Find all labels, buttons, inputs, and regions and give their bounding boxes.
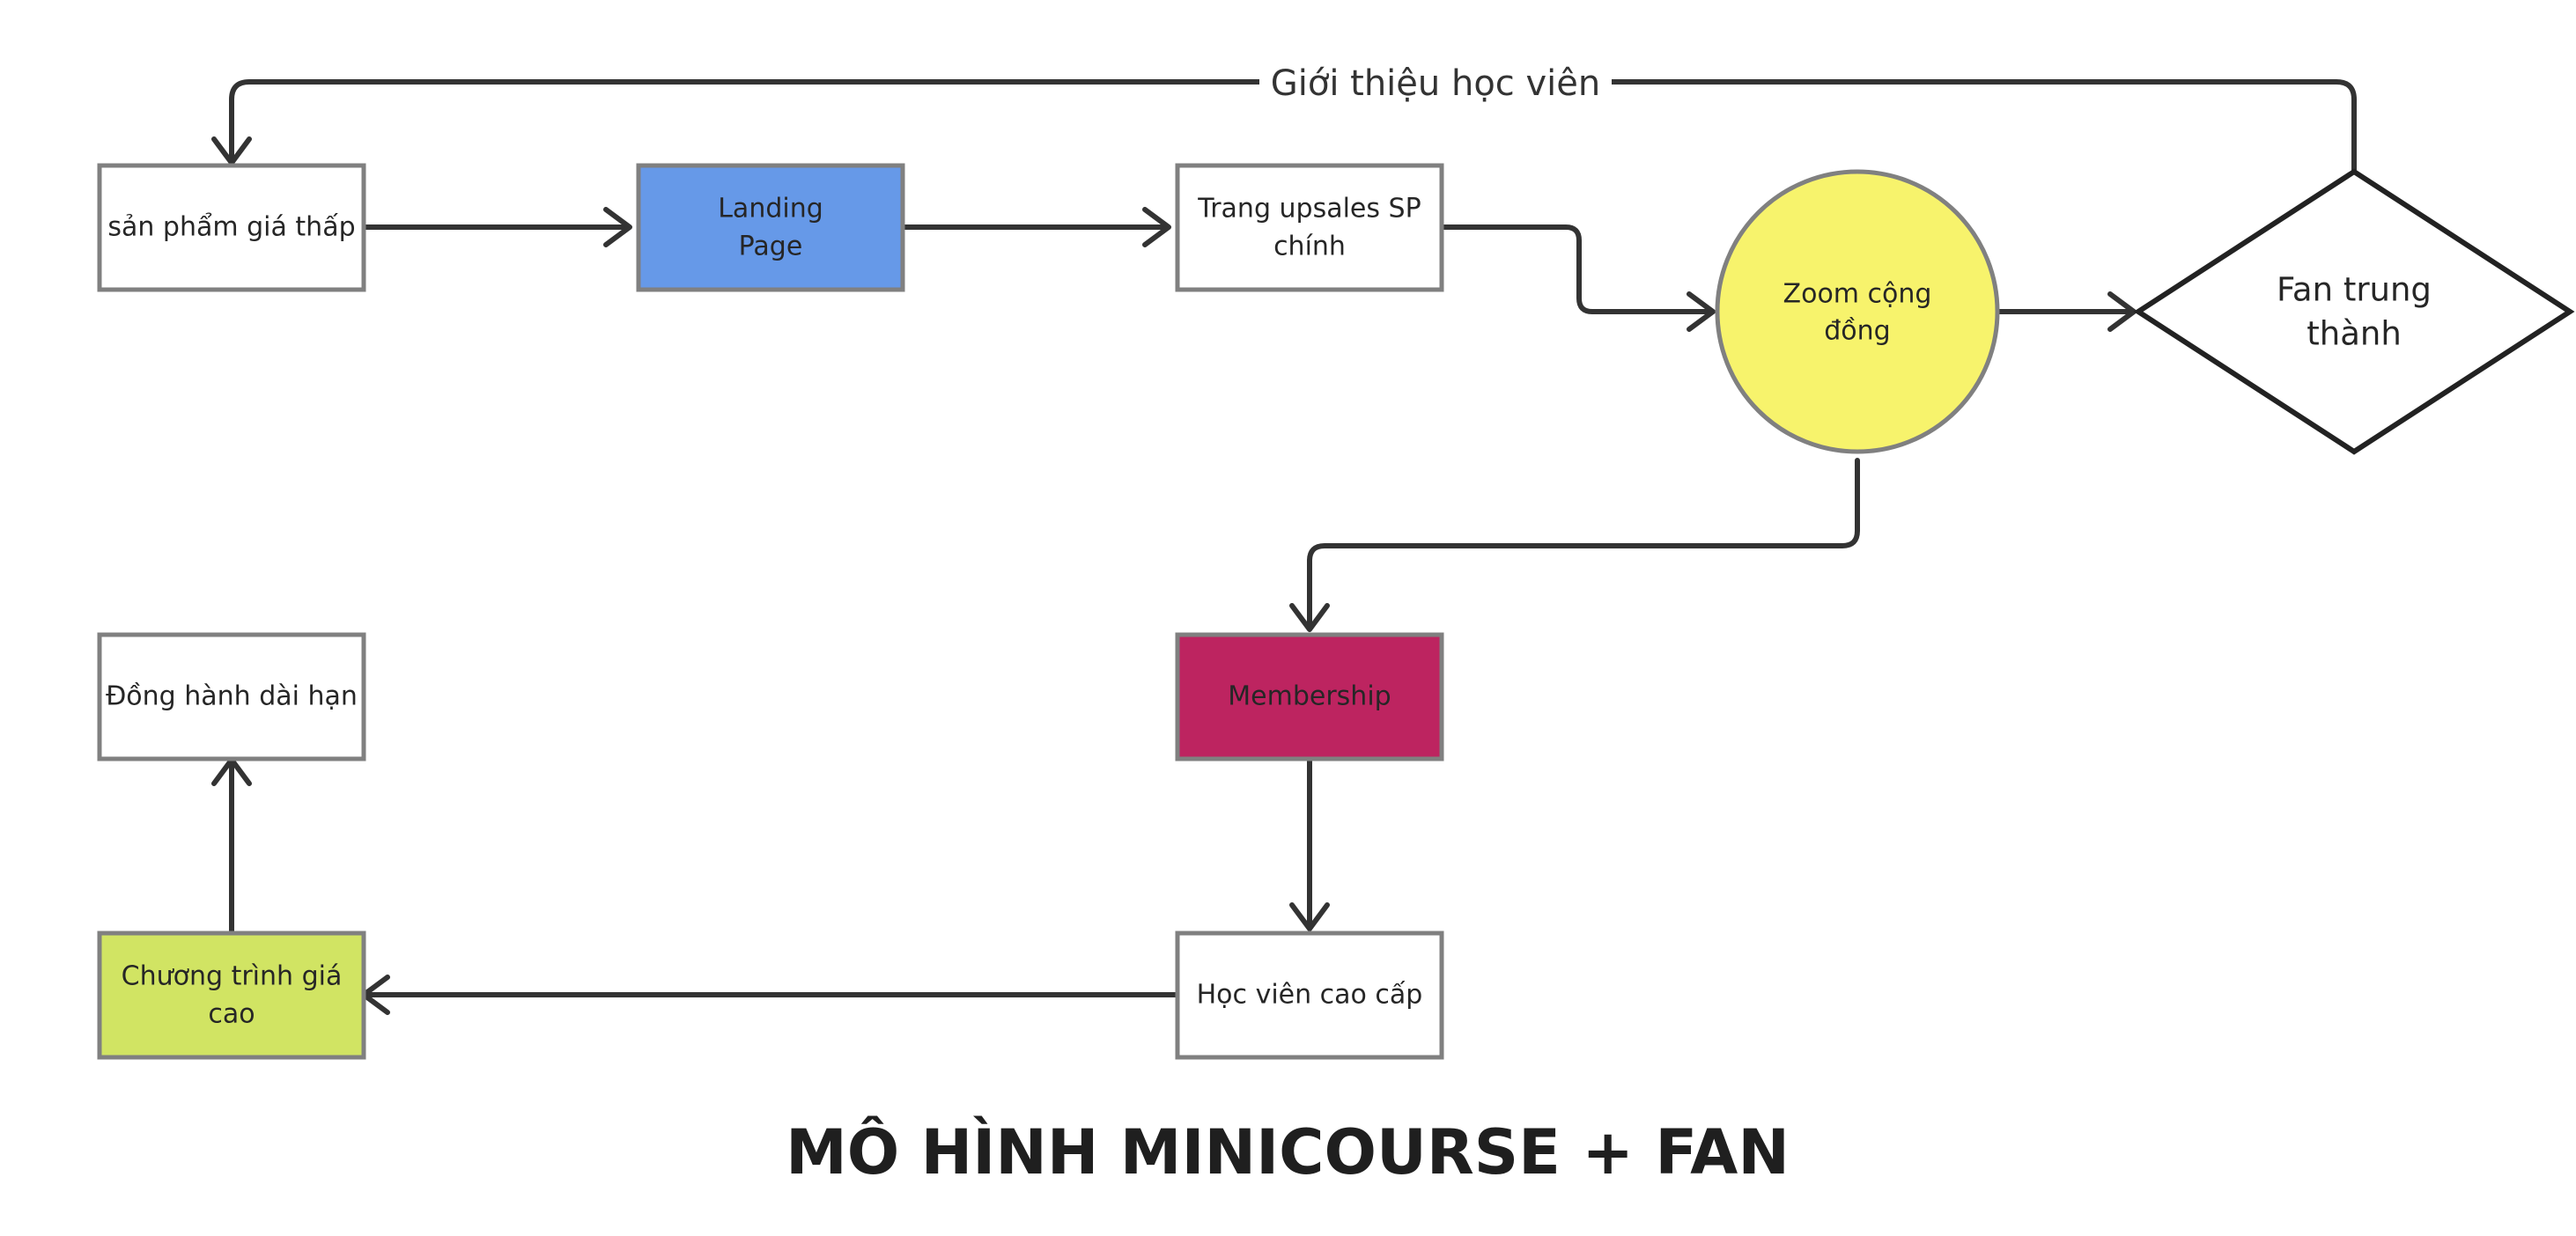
node-fan-trung-thanh[interactable]: Fan trung thành (2133, 168, 2575, 455)
node-label-line-2: Page (739, 232, 803, 262)
node-circle (1715, 169, 2000, 454)
node-label: Học viên cao cấp (1197, 980, 1423, 1011)
edge-zoom-to-fan-trung-thanh (1997, 291, 2137, 332)
node-box (97, 632, 366, 761)
edge-chuong-trinh-to-dong-hanh (211, 757, 252, 933)
node-dong-hanh-dai-han[interactable]: Đồng hành dài hạn (97, 632, 366, 761)
node-zoom-cong-dong[interactable]: Zoom cộng đồng (1715, 169, 2000, 454)
node-box (97, 163, 366, 292)
node-label-line-1: Landing (718, 194, 823, 224)
edge-hoc-vien-to-chuong-trinh (361, 975, 1178, 1015)
node-trang-upsales-sp-chinh[interactable]: Trang upsales SP chính (1175, 163, 1444, 292)
edge-label-text: Giới thiệu học viên (1271, 63, 1601, 104)
node-label-line-2: đồng (1824, 316, 1890, 347)
edge-trang-upsales-to-zoom (1439, 224, 1716, 332)
node-san-pham-gia-thap[interactable]: sản phẩm giá thấp (97, 163, 366, 292)
node-label-line-1: Zoom cộng (1783, 279, 1932, 310)
node-hoc-vien-cao-cap[interactable]: Học viên cao cấp (1175, 931, 1444, 1060)
node-box (1175, 632, 1444, 761)
node-box (1175, 931, 1444, 1060)
node-label-line-2: chính (1273, 232, 1346, 262)
node-membership[interactable]: Membership (1175, 632, 1444, 761)
edges: Giới thiệu học viên (211, 58, 2357, 1015)
nodes: sản phẩm giá thấp Landing Page Trang ups… (97, 163, 2575, 1060)
node-label-line-2: thành (2307, 315, 2402, 353)
node-label-line-2: cao (208, 999, 255, 1030)
node-label: Đồng hành dài hạn (106, 681, 358, 712)
edge-membership-to-hoc-vien (1289, 758, 1330, 931)
node-box (97, 931, 366, 1060)
node-label: Membership (1228, 681, 1391, 712)
node-label-line-1: Fan trung (2277, 271, 2432, 309)
edge-san-pham-to-landing-page (361, 207, 632, 247)
node-box (636, 163, 905, 292)
edge-zoom-to-membership (1289, 458, 1860, 632)
node-box (1175, 163, 1444, 292)
edge-label-gioi-thieu-hoc-vien: Giới thiệu học viên (1259, 58, 1612, 107)
node-label: sản phẩm giá thấp (107, 211, 355, 243)
node-label-line-1: Chương trình giá (122, 961, 343, 992)
node-landing-page[interactable]: Landing Page (636, 163, 905, 292)
edge-landing-page-to-trang-upsales (900, 207, 1171, 247)
node-chuong-trinh-gia-cao[interactable]: Chương trình giá cao (97, 931, 366, 1060)
node-diamond (2133, 168, 2575, 455)
diagram-title: MÔ HÌNH MINICOURSE + FAN (786, 1116, 1790, 1188)
node-label-line-1: Trang upsales SP (1197, 194, 1421, 224)
